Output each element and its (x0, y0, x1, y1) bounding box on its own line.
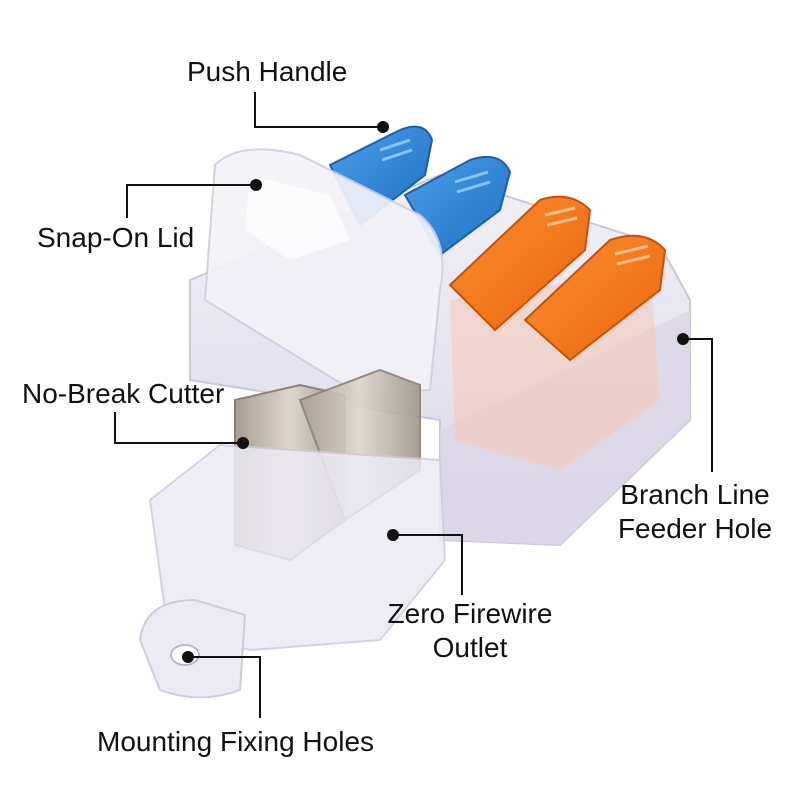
callout-snap-on-lid (126, 179, 262, 218)
callout-dot-push (377, 121, 389, 133)
snap-on-lid (203, 148, 444, 397)
label-branch-line-line1: Branch Line (620, 479, 770, 510)
label-zero-firewire-outlet: Zero Firewire Outlet (365, 597, 575, 665)
label-zero-firewire-line1: Zero Firewire (387, 598, 553, 629)
label-push-handle: Push Handle (187, 56, 348, 87)
callout-dot-branch (677, 333, 689, 345)
label-branch-line-line2: Feeder Hole (617, 513, 773, 544)
callout-dot-mount (182, 651, 194, 663)
label-no-break-cutter: No-Break Cutter (22, 378, 225, 409)
orange-push-handle-2[interactable] (523, 234, 667, 362)
callout-push-handle (254, 92, 389, 133)
label-branch-line-feeder-hole: Branch Line Feeder Hole (600, 478, 790, 546)
callout-mounting-holes (182, 651, 261, 718)
callout-zero-firewire (387, 529, 463, 595)
callout-dot-cutter (237, 437, 249, 449)
callout-dot-zero (387, 529, 399, 541)
label-mounting-fixing-holes: Mounting Fixing Holes (97, 726, 375, 757)
orange-push-handle-1[interactable] (448, 195, 592, 332)
callout-dot-lid (250, 179, 262, 191)
callout-branch-line (677, 333, 713, 472)
label-snap-on-lid: Snap-On Lid (37, 222, 195, 253)
label-zero-firewire-line2: Outlet (432, 632, 508, 663)
callout-no-break-cutter (114, 412, 249, 449)
